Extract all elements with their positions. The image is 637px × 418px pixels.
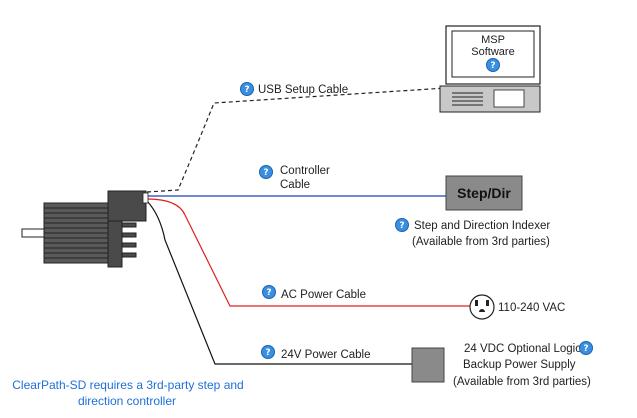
svg-text:?: ? — [583, 344, 588, 354]
svg-text:?: ? — [265, 348, 270, 358]
controller-cable-label-line2: Cable — [280, 179, 310, 191]
ac-power-cable-label: AC Power Cable — [281, 289, 366, 301]
logic-supply-label-line1: 24 VDC Optional Logic — [464, 343, 581, 355]
help-icon[interactable]: ? — [579, 341, 593, 355]
help-icon[interactable]: ? — [261, 345, 275, 359]
msp-label-line1: MSP — [481, 34, 505, 46]
v24-power-cable-label: 24V Power Cable — [281, 349, 371, 361]
requirement-note-line2: direction controller — [78, 394, 176, 408]
svg-text:?: ? — [244, 85, 249, 95]
outlet-icon — [469, 294, 495, 320]
help-icon[interactable]: ? — [240, 82, 254, 96]
svg-text:?: ? — [399, 221, 404, 231]
msp-label-line2: Software — [471, 46, 514, 58]
help-icon[interactable]: ? — [259, 165, 273, 179]
svg-text:?: ? — [490, 61, 495, 71]
ac-power-cable-line — [146, 198, 474, 307]
logic-supply-label-line3: (Available from 3rd parties) — [453, 376, 591, 388]
svg-text:?: ? — [266, 288, 271, 298]
logic-power-supply-box — [411, 347, 445, 383]
motor-icon — [21, 190, 149, 268]
help-icon[interactable]: ? — [486, 58, 500, 72]
svg-text:?: ? — [263, 168, 268, 178]
step-dir-box-label: Step/Dir — [457, 185, 511, 201]
vac-label: 110-240 VAC — [498, 302, 565, 314]
v24-power-cable-line — [146, 200, 412, 365]
help-icon[interactable]: ? — [395, 218, 409, 232]
help-icon[interactable]: ? — [262, 285, 276, 299]
usb-setup-cable-line — [146, 87, 447, 193]
step-dir-box — [445, 175, 523, 211]
usb-setup-cable-label: USB Setup Cable — [258, 84, 348, 96]
requirement-note-line1: ClearPath-SD requires a 3rd-party step a… — [12, 378, 243, 392]
indexer-label-line1: Step and Direction Indexer — [414, 220, 550, 232]
indexer-label-line2: (Available from 3rd parties) — [412, 236, 550, 248]
controller-cable-label-line1: Controller — [280, 165, 330, 177]
computer-icon — [439, 25, 541, 113]
logic-supply-label-line2: Backup Power Supply — [463, 359, 576, 371]
